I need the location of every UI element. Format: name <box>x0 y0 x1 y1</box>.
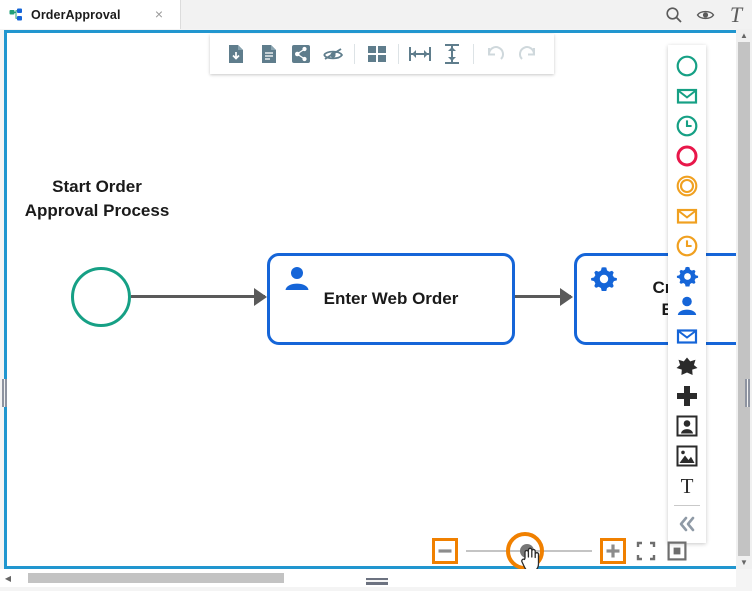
user-icon <box>282 264 312 294</box>
top-right-actions: T <box>664 0 746 29</box>
image-tool[interactable] <box>672 441 702 471</box>
document-icon[interactable] <box>252 37 284 71</box>
zoom-controls <box>432 538 688 564</box>
end-event-tool[interactable] <box>672 141 702 171</box>
zoom-in-button[interactable] <box>600 538 626 564</box>
align-vertical-icon[interactable] <box>436 37 468 71</box>
toolbar-separator <box>354 44 356 64</box>
search-icon[interactable] <box>664 5 684 25</box>
vertical-scrollbar[interactable]: ▲ ▼ <box>736 29 752 569</box>
start-timer-event-tool[interactable] <box>672 111 702 141</box>
vertical-scroll-thumb[interactable] <box>738 42 750 556</box>
export-file-icon[interactable] <box>220 37 252 71</box>
zoom-slider[interactable] <box>466 544 592 558</box>
flow-arrow-1 <box>254 288 267 306</box>
user-task-tool[interactable] <box>672 291 702 321</box>
eye-icon[interactable] <box>695 5 715 25</box>
start-event[interactable] <box>71 267 131 327</box>
bpmn-palette: T <box>668 45 706 543</box>
grid-layout-icon[interactable] <box>360 37 392 71</box>
toolbar-separator <box>397 44 399 64</box>
start-event-tool[interactable] <box>672 51 702 81</box>
complex-gateway-tool[interactable] <box>672 351 702 381</box>
scroll-down-icon[interactable]: ▼ <box>740 558 748 567</box>
tab-title: OrderApproval <box>31 7 121 22</box>
align-horizontal-icon[interactable] <box>404 37 436 71</box>
parallel-gateway-tool[interactable] <box>672 381 702 411</box>
right-splitter-handle[interactable] <box>745 379 750 407</box>
intermediate-timer-event-tool[interactable] <box>672 231 702 261</box>
horizontal-scroll-thumb[interactable] <box>28 573 284 583</box>
text-annotation-tool[interactable]: T <box>672 471 702 501</box>
bpmn-diagram: Start Order Approval Process Enter Web O… <box>7 33 741 566</box>
gear-icon <box>589 264 619 294</box>
start-event-label: Start Order Approval Process <box>7 175 187 223</box>
collapse-palette-button[interactable] <box>672 509 702 539</box>
share-icon[interactable] <box>285 37 317 71</box>
scroll-left-icon[interactable]: ◀ <box>4 573 12 583</box>
flow-enter-web-order-to-create-erp[interactable] <box>515 295 571 298</box>
tab-order-approval[interactable]: OrderApproval × <box>0 0 181 29</box>
hide-icon[interactable] <box>317 37 349 71</box>
close-icon[interactable]: × <box>154 6 164 22</box>
bottom-splitter-handle[interactable] <box>366 578 388 585</box>
palette-divider <box>674 505 700 506</box>
actual-size-button[interactable] <box>666 540 688 562</box>
service-task-tool[interactable] <box>672 261 702 291</box>
diagram-editor: Start Order Approval Process Enter Web O… <box>4 30 744 569</box>
zoom-out-button[interactable] <box>432 538 458 564</box>
start-label-line1: Start Order <box>52 177 142 196</box>
diagram-canvas[interactable]: Start Order Approval Process Enter Web O… <box>7 33 741 566</box>
send-task-tool[interactable] <box>672 321 702 351</box>
redo-icon[interactable] <box>512 37 544 71</box>
left-splitter-handle[interactable] <box>2 379 7 407</box>
flow-start-to-enter-web-order[interactable] <box>131 295 265 298</box>
task-create-erp[interactable]: Create ERP <box>574 253 741 345</box>
scroll-up-icon[interactable]: ▲ <box>740 31 748 40</box>
svg-text:T: T <box>681 474 694 498</box>
text-format-icon[interactable]: T <box>729 1 743 27</box>
participant-tool[interactable] <box>672 411 702 441</box>
task-enter-web-order[interactable]: Enter Web Order <box>267 253 515 345</box>
start-message-event-tool[interactable] <box>672 81 702 111</box>
zoom-slider-handle[interactable] <box>520 544 534 558</box>
start-label-line2: Approval Process <box>24 201 170 220</box>
fit-to-screen-button[interactable] <box>635 540 657 562</box>
bpmn-diagram-icon <box>9 8 23 22</box>
task-label: Enter Web Order <box>323 289 459 308</box>
toolbar-separator <box>473 44 475 64</box>
intermediate-message-event-tool[interactable] <box>672 201 702 231</box>
undo-icon[interactable] <box>479 37 511 71</box>
tab-bar: OrderApproval × T <box>0 0 752 29</box>
intermediate-event-tool[interactable] <box>672 171 702 201</box>
diagram-toolbar <box>210 34 554 74</box>
flow-arrow-2 <box>560 288 573 306</box>
